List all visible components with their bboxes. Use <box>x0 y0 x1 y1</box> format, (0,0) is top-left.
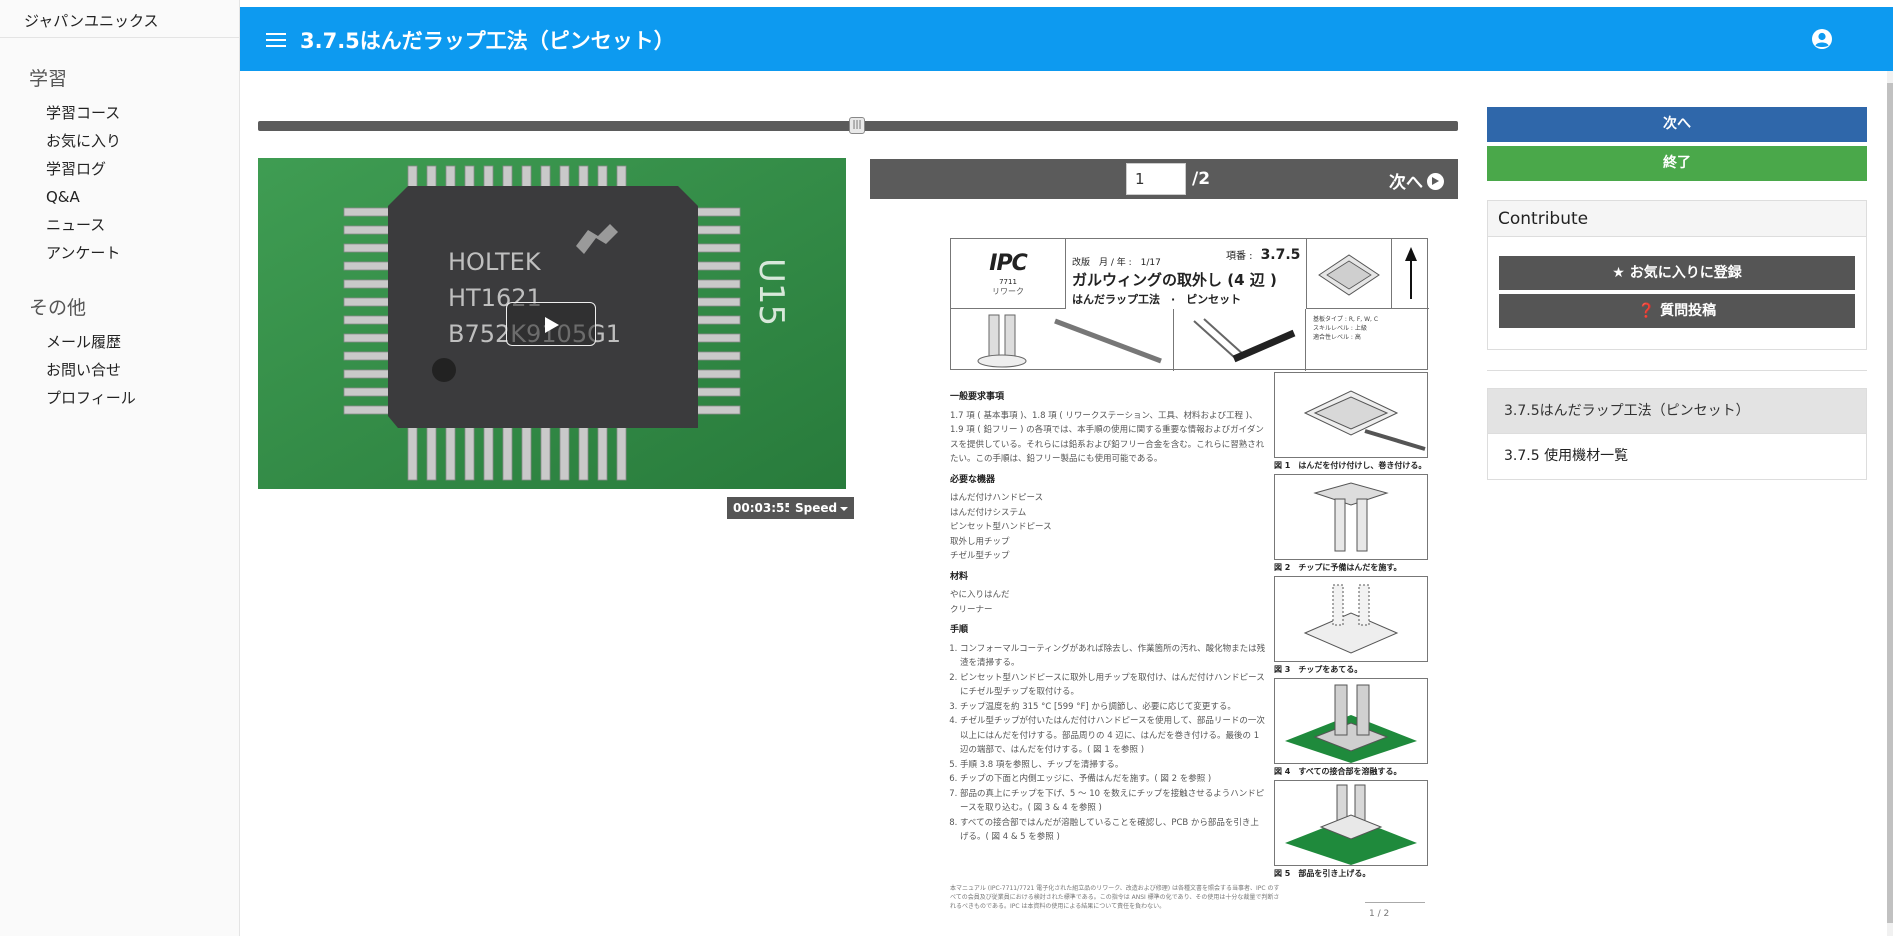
procedure-step: 手順 3.8 項を参照し、チップを清掃する。 <box>960 758 1266 773</box>
video-time: 00:03:55 <box>727 497 799 519</box>
finish-button[interactable]: 終了 <box>1487 146 1867 181</box>
procedure-step: チップの下面と内側エッジに、予備はんだを施す。( 図 2 を参照 ) <box>960 772 1266 787</box>
figure-caption: 図 5 部品を引き上げる。 <box>1274 869 1371 878</box>
question-circle-icon: ❓ <box>1637 303 1661 319</box>
scrollbar-thumb[interactable] <box>1887 83 1893 923</box>
section-text-equipment: はんだ付けハンドピース はんだ付けシステム ピンセット型ハンドピース 取外し用チ… <box>950 493 1052 561</box>
sidebar-item-news[interactable]: ニュース <box>46 216 106 234</box>
arrow-up-icon <box>1391 239 1429 309</box>
chip-line-1: HOLTEK <box>448 248 542 276</box>
menu-icon[interactable] <box>266 33 286 47</box>
procedure-step: チップ温度を約 315 °C [599 °F] から調節し、必要に応じて変更する… <box>960 700 1266 715</box>
board-label: U15 <box>751 258 791 326</box>
post-question-label: 質問投稿 <box>1660 303 1717 319</box>
figure-caption: 図 2 チップに予備はんだを施す。 <box>1274 563 1402 572</box>
sidebar-nav-other: メール履歴 お問い合せ プロフィール <box>0 320 239 412</box>
section-heading-materials: 材料 <box>950 571 969 582</box>
procedure-step: チゼル型チップが付いたはんだ付けハンドピースを使用して、部品リードの一次以上には… <box>960 714 1266 758</box>
video-player[interactable]: HOLTEK HT1621 B752K9105G1 U15 <box>258 158 846 489</box>
chip-illustration <box>1306 239 1391 309</box>
panel-divider <box>1487 370 1867 371</box>
document-body: 一般要求事項 1.7 項 ( 基本事項 )、1.8 項 ( リワークステーション… <box>950 384 1266 845</box>
add-favorite-label: お気に入りに登録 <box>1629 265 1742 281</box>
caret-down-icon <box>840 506 849 511</box>
speed-label: Speed <box>795 501 838 515</box>
section-heading-procedure: 手順 <box>950 625 969 635</box>
figure-3-image <box>1274 576 1428 662</box>
lesson-item[interactable]: 3.7.5 使用機材一覧 <box>1504 448 1629 464</box>
top-bar: 3.7.5はんだラップ工法（ピンセット） <box>240 7 1893 71</box>
add-favorite-button[interactable]: ★ お気に入りに登録 <box>1499 256 1855 290</box>
lesson-item-active[interactable]: 3.7.5はんだラップ工法（ピンセット） <box>1488 389 1866 434</box>
section-text-materials: やに入りはんだ クリーナー <box>950 590 1010 615</box>
document-subtitle: はんだラップ工法 · ピンセット <box>1072 293 1242 306</box>
procedure-step: コンフォーマルコーティングがあれば除去し、作業箇所の汚れ、酸化物または残渣を清掃… <box>960 642 1266 671</box>
brand-name[interactable]: ジャパンユニックス <box>0 0 239 38</box>
figure-caption: 図 4 すべての接合部を溶融する。 <box>1274 767 1402 776</box>
ipc-subtitle: リワーク <box>992 287 1024 296</box>
ipc-number: 7711 <box>999 278 1017 286</box>
section-text-general: 1.7 項 ( 基本事項 )、1.8 項 ( リワークステーション、工具、材料お… <box>950 410 1265 465</box>
account-icon[interactable] <box>1811 28 1833 50</box>
progress-slider-handle[interactable]: ||| <box>849 117 865 134</box>
document-toolbar: /2 次へ <box>870 159 1458 199</box>
document-next-label: 次へ <box>1389 173 1423 193</box>
next-button[interactable]: 次へ <box>1487 107 1867 142</box>
document-next-button[interactable]: 次へ <box>1389 168 1444 193</box>
sidebar-item-learning-log[interactable]: 学習ログ <box>46 160 107 178</box>
figure-2-image <box>1274 474 1428 560</box>
figure-caption: 図 1 はんだを付け付けし、巻き付ける。 <box>1274 461 1427 470</box>
speed-button[interactable]: Speed <box>789 497 855 519</box>
sidebar-item-profile[interactable]: プロフィール <box>46 389 136 407</box>
tool-illustration-1 <box>951 309 1174 371</box>
document-page-indicator: 1 / 2 <box>1365 902 1425 924</box>
sidebar-item-qa[interactable]: Q&A <box>46 188 80 206</box>
revision: 改版 月 / 年 : 1/17 <box>1072 258 1161 268</box>
item-number: 項番 :3.7.5 <box>1226 247 1301 263</box>
document-footnote: 本マニュアル (IPC-7711/7721 電子化された組立品のリワーク、改造お… <box>950 885 1280 910</box>
sidebar-item-contact[interactable]: お問い合せ <box>46 361 122 379</box>
procedure-step: ピンセット型ハンドピースに取外し用チップを取付け、はんだ付けハンドピースにチゼル… <box>960 671 1266 700</box>
sidebar-item-mail-history[interactable]: メール履歴 <box>46 333 122 351</box>
sidebar-section-other: その他 <box>29 297 87 319</box>
document-title: ガルウィングの取外し (4 辺 ) <box>1072 271 1277 289</box>
document-figures: 図 1 はんだを付け付けし、巻き付ける。 図 2 チップに予備はんだを施す。 図… <box>1274 372 1428 882</box>
document-header: IPC 7711 リワーク 改版 月 / 年 : 1/17 項番 :3.7.5 … <box>950 238 1429 371</box>
sidebar-item-courses[interactable]: 学習コース <box>46 104 121 122</box>
sidebar-item-survey[interactable]: アンケート <box>46 244 121 262</box>
page-number-input[interactable] <box>1126 163 1186 195</box>
figure-4-image <box>1274 678 1428 764</box>
play-button[interactable] <box>506 302 596 346</box>
sidebar-nav-learning: 学習コース お気に入り 学習ログ Q&A ニュース アンケート <box>0 91 239 267</box>
contribute-title: Contribute <box>1488 201 1866 237</box>
page-total: /2 <box>1192 169 1211 189</box>
play-icon <box>545 317 559 333</box>
tool-illustration-2 <box>1174 309 1306 371</box>
sidebar-section-learning: 学習 <box>29 68 68 90</box>
post-question-button[interactable]: ❓ 質問投稿 <box>1499 294 1855 328</box>
holtek-logo-icon <box>576 224 618 254</box>
ipc-logo: IPC <box>989 251 1027 276</box>
ipc-logo-cell: IPC 7711 リワーク <box>951 239 1066 309</box>
page-title: 3.7.5はんだラップ工法（ピンセット） <box>300 29 675 53</box>
arrow-right-circle-icon <box>1427 173 1444 190</box>
section-heading-equipment: 必要な機器 <box>950 474 996 485</box>
procedure-step: すべての接合部ではんだが溶融していることを確認し、PCB から部品を引き上げる。… <box>960 816 1266 845</box>
lesson-list: 3.7.5はんだラップ工法（ピンセット） 3.7.5 使用機材一覧 <box>1487 388 1867 480</box>
document-page: IPC 7711 リワーク 改版 月 / 年 : 1/17 項番 :3.7.5 … <box>950 238 1429 936</box>
spec-lines: 基板タイプ : R, F, W, C スキルレベル : 上級 適合性レベル : … <box>1313 316 1379 341</box>
contribute-panel: Contribute ★ お気に入りに登録 ❓ 質問投稿 <box>1487 200 1867 350</box>
sidebar: ジャパンユニックス 学習 学習コース お気に入り 学習ログ Q&A ニュース ア… <box>0 0 240 936</box>
page-scrollbar[interactable] <box>1887 71 1893 936</box>
figure-1-image <box>1274 372 1428 458</box>
procedure-steps: コンフォーマルコーティングがあれば除去し、作業箇所の汚れ、酸化物または残渣を清掃… <box>960 642 1266 845</box>
sidebar-item-favorites[interactable]: お気に入り <box>46 132 122 150</box>
figure-5-image <box>1274 780 1428 866</box>
figure-caption: 図 3 チップをあてる。 <box>1274 665 1363 674</box>
star-icon: ★ <box>1612 265 1630 281</box>
section-heading-general: 一般要求事項 <box>950 392 1005 402</box>
procedure-step: 部品の真上にチップを下げ、5 〜 10 を数えにチップを接触させるようハンドピー… <box>960 787 1266 816</box>
